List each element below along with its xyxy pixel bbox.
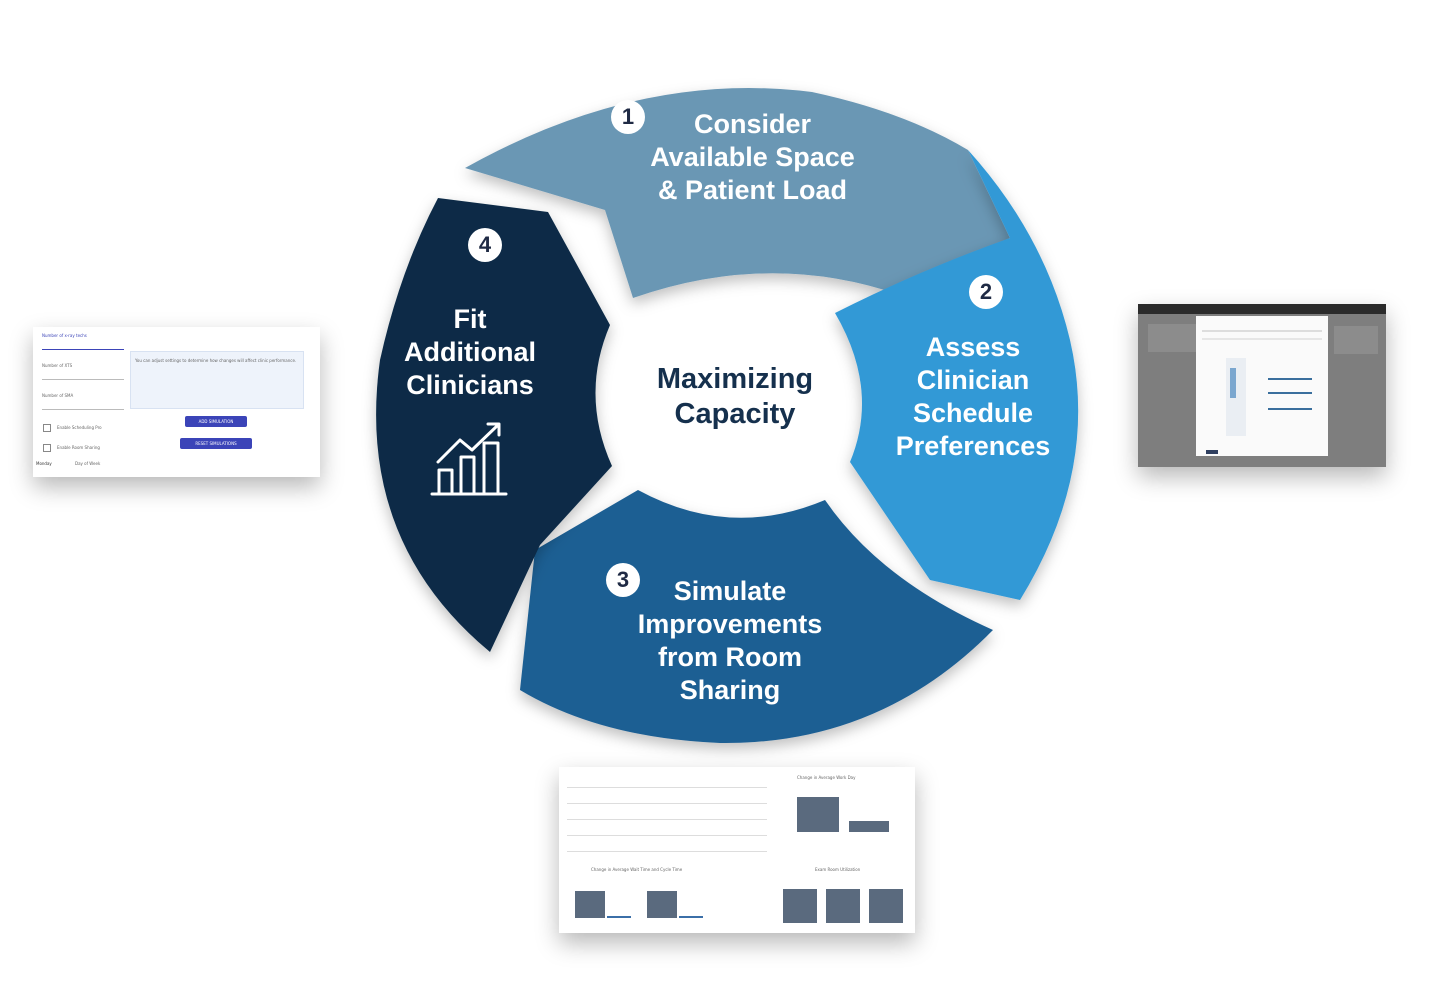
field-label-xts: Number of XTS	[42, 363, 73, 368]
step-title-3: Simulate Improvements from Room Sharing	[637, 576, 823, 705]
bar	[797, 797, 839, 832]
step-number-1: 1	[611, 100, 645, 134]
bar	[607, 916, 631, 918]
segment-assess-preferences	[835, 150, 1079, 600]
bar	[869, 889, 903, 923]
info-note-text: You can adjust settings to determine how…	[135, 358, 297, 363]
background-card	[1334, 326, 1378, 354]
background-card	[1148, 324, 1196, 352]
bar	[647, 891, 677, 918]
bar	[826, 889, 860, 923]
chart-title-work-day: Change in Average Work Day	[797, 775, 856, 780]
app-bar	[1138, 304, 1386, 314]
bar	[783, 889, 817, 923]
reset-simulations-button: RESET SIMULATIONS	[180, 438, 252, 449]
template-column	[1226, 358, 1246, 436]
preference-bar	[1268, 408, 1312, 410]
schedule-dialog	[1196, 316, 1328, 456]
center-label: Maximizing Capacity	[656, 363, 814, 431]
dialog-row	[1202, 330, 1322, 332]
bar	[679, 916, 703, 918]
add-simulation-button: ADD SIMULATION	[185, 416, 247, 427]
check-label-room-sharing: Enable Room Sharing	[57, 445, 100, 450]
dialog-row	[1202, 338, 1322, 340]
day-select: Monday	[36, 461, 52, 466]
chart-title-wait-time: Change in Average Wait Time and Cycle Ti…	[591, 867, 683, 872]
schedule-thumbnail	[1138, 304, 1386, 467]
step-number-2: 2	[969, 275, 1003, 309]
chart-title-utilization: Exam Room Utilization	[815, 867, 861, 872]
schedule-block	[1230, 368, 1236, 398]
step-title-4: Fit Additional Clinicians	[404, 304, 536, 400]
checkbox	[43, 444, 51, 452]
dialog-button	[1206, 450, 1218, 454]
step-number-3: 3	[606, 563, 640, 597]
segment-consider-space	[465, 87, 1010, 298]
field-underline	[42, 349, 124, 350]
results-thumbnail: Change in Average Work Day Change in Ave…	[559, 767, 915, 933]
results-table	[567, 777, 767, 857]
settings-thumbnail: Number of x-ray techs Number of XTS Numb…	[33, 327, 320, 477]
info-note: You can adjust settings to determine how…	[130, 351, 304, 409]
field-underline	[42, 409, 124, 410]
checkbox	[43, 424, 51, 432]
bar	[575, 891, 605, 918]
day-label: Day of Week	[75, 461, 101, 466]
check-label-scheduling: Enable Scheduling Pro	[57, 425, 102, 430]
step-title-2: Assess Clinician Schedule Preferences	[895, 332, 1051, 461]
field-label-sma: Number of SMA	[42, 393, 74, 398]
step-number-4: 4	[468, 228, 502, 262]
preference-bar	[1268, 378, 1312, 380]
step-title-1: Consider Available Space & Patient Load	[650, 109, 855, 205]
preference-bar	[1268, 392, 1312, 394]
field-label-techs: Number of x-ray techs	[42, 333, 87, 338]
bar	[849, 821, 889, 832]
field-underline	[42, 379, 124, 380]
growth-chart-icon	[430, 422, 508, 496]
segment-simulate-improvements	[520, 490, 993, 744]
